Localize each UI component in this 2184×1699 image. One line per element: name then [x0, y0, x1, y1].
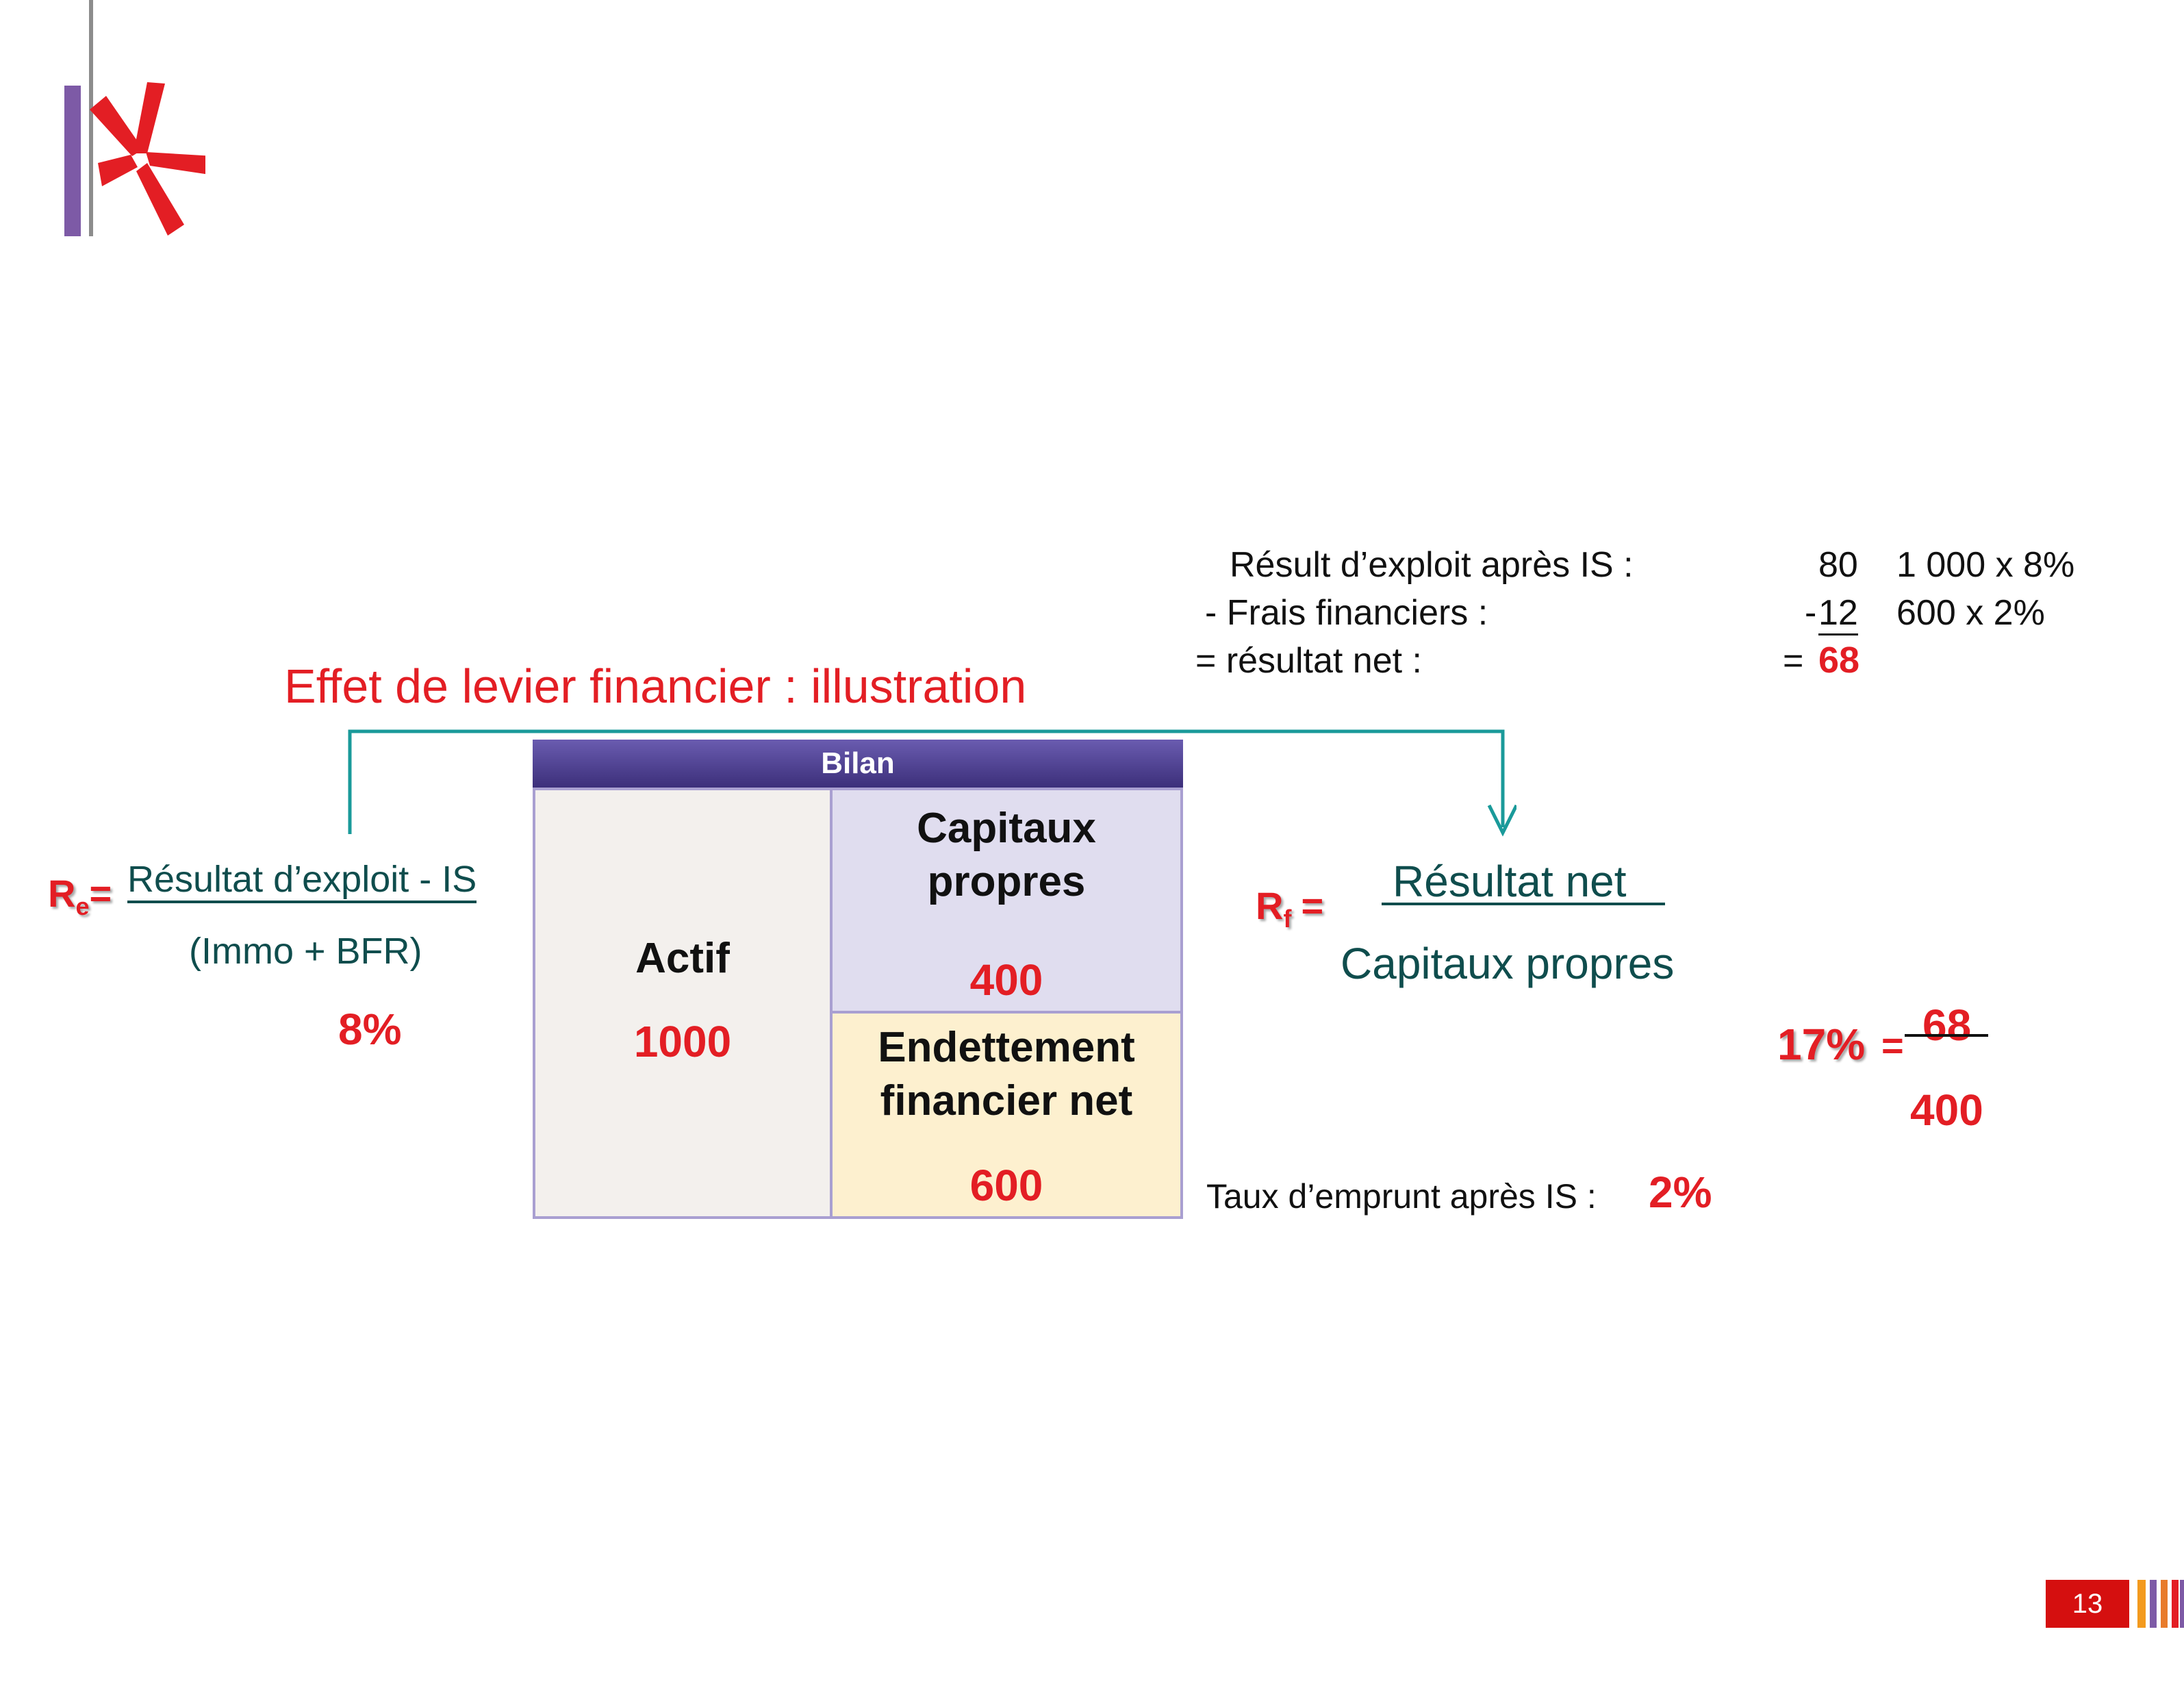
- re-subscript: e: [75, 892, 90, 921]
- connector-arrow-icon: [348, 729, 1516, 837]
- page-title: Effet de levier financier : illustration: [284, 659, 1027, 713]
- rf-result-denominator: 400: [1910, 1085, 1983, 1135]
- calc-row2-label: - Frais financiers :: [1205, 593, 1488, 633]
- capitaux-propres-cell: Capitaux propres 400: [830, 788, 1183, 1014]
- footer-stripes-icon: [2137, 1580, 2184, 1628]
- rf-result-fraction-line: [1905, 1034, 1988, 1037]
- capitaux-label-2: propres: [927, 858, 1086, 905]
- rf-equals: =: [1301, 884, 1324, 927]
- re-symbol-letter: R: [48, 872, 76, 915]
- re-equals: =: [89, 872, 112, 915]
- dette-label-2: financier net: [880, 1077, 1133, 1124]
- rf-result-equals: =: [1881, 1024, 1904, 1067]
- rf-fraction-line: [1382, 903, 1665, 905]
- actif-value: 1000: [633, 1017, 732, 1066]
- rf-result: 17%: [1777, 1020, 1866, 1069]
- calc-row1-formula: 1 000 x 8%: [1896, 545, 2075, 585]
- re-denominator: (Immo + BFR): [189, 931, 422, 972]
- rf-result-numerator: 68: [1922, 1000, 1972, 1050]
- calc-row3-label: = résultat net :: [1195, 641, 1422, 681]
- calc-row2-sign: -: [1805, 593, 1817, 633]
- dette-label-1: Endettement: [878, 1024, 1135, 1071]
- re-numerator: Résultat d’exploit - IS: [127, 858, 477, 903]
- re-symbol: Re=: [48, 871, 112, 921]
- capitaux-value: 400: [969, 955, 1043, 1005]
- rf-symbol-letter: R: [1256, 884, 1284, 927]
- rf-denominator: Capitaux propres: [1341, 939, 1675, 988]
- calc-row3-equals: =: [1783, 641, 1804, 681]
- rf-numerator: Résultat net: [1393, 857, 1627, 906]
- calc-row1-label: Résult d’exploit après IS :: [1230, 545, 1634, 585]
- bilan-header: Bilan: [533, 740, 1183, 788]
- calc-row2-value: 12: [1818, 592, 1858, 635]
- endettement-cell: Endettement financier net 600: [830, 1011, 1183, 1219]
- actif-label: Actif: [635, 935, 730, 982]
- logo-asterisk-icon: [64, 0, 205, 236]
- calc-row2-formula: 600 x 2%: [1896, 593, 2045, 633]
- taux-label: Taux d’emprunt après IS :: [1206, 1177, 1597, 1216]
- calc-row3-value: 68: [1818, 640, 1860, 681]
- calc-row1-value: 80: [1818, 545, 1858, 585]
- rf-subscript: f: [1283, 905, 1292, 933]
- dette-value: 600: [969, 1161, 1043, 1210]
- re-value: 8%: [338, 1005, 402, 1054]
- capitaux-label-1: Capitaux: [917, 805, 1096, 852]
- rf-symbol: Rf =: [1256, 883, 1323, 933]
- actif-cell: Actif 1000: [533, 788, 833, 1219]
- page-number: 13: [2046, 1580, 2129, 1628]
- taux-value: 2%: [1649, 1168, 1712, 1217]
